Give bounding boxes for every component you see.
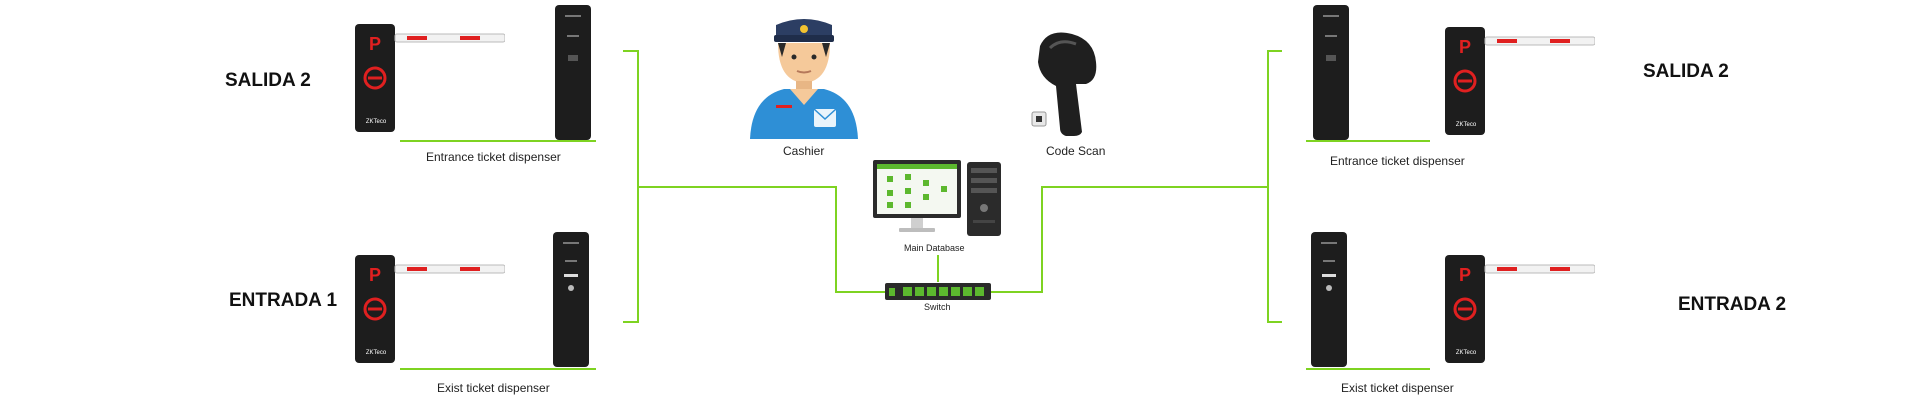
zone-label-salida-left: SALIDA 2 <box>225 70 311 91</box>
link-right-bracket <box>1267 50 1282 323</box>
svg-text:ZKTeco: ZKTeco <box>1456 122 1477 128</box>
caption-main-database: Main Database <box>904 243 965 253</box>
barrier-gate-icon: P ZKTeco <box>1445 27 1595 135</box>
zone-label-entrada-right: ENTRADA 2 <box>1678 294 1787 315</box>
server-computer-icon <box>873 160 1001 236</box>
caption-cashier: Cashier <box>783 144 825 158</box>
ticket-dispenser-icon <box>1313 5 1349 140</box>
cashier-person-icon <box>750 19 858 139</box>
svg-text:P: P <box>1459 265 1471 285</box>
link-right-trunk <box>991 186 1268 293</box>
barrier-gate-icon: P ZKTeco <box>355 24 505 132</box>
barrier-gate-icon: P ZKTeco <box>1445 255 1595 363</box>
svg-text:P: P <box>1459 37 1471 57</box>
ticket-dispenser-icon <box>555 5 591 140</box>
caption-entrance-left: Entrance ticket dispenser <box>426 150 561 164</box>
caption-switch: Switch <box>924 302 951 312</box>
ticket-dispenser-icon <box>1311 232 1347 367</box>
svg-text:P: P <box>369 34 381 54</box>
svg-text:ZKTeco: ZKTeco <box>1456 350 1477 356</box>
zone-label-salida-right: SALIDA 2 <box>1643 61 1729 82</box>
barcode-scanner-icon <box>1031 32 1097 136</box>
caption-entrance-right: Entrance ticket dispenser <box>1330 154 1465 168</box>
caption-exit-left: Exist ticket dispenser <box>437 381 550 395</box>
caption-exit-right: Exist ticket dispenser <box>1341 381 1454 395</box>
caption-code-scan: Code Scan <box>1046 144 1106 158</box>
network-switch-icon <box>885 283 991 300</box>
barrier-gate-icon: P ZKTeco <box>355 255 505 363</box>
ticket-dispenser-icon <box>553 232 589 367</box>
svg-text:ZKTeco: ZKTeco <box>366 350 387 356</box>
svg-text:P: P <box>369 265 381 285</box>
link-left-bracket <box>623 50 639 323</box>
zone-label-entrada-left: ENTRADA 1 <box>229 290 338 311</box>
svg-text:ZKTeco: ZKTeco <box>366 119 387 125</box>
link-left-trunk <box>638 186 885 293</box>
